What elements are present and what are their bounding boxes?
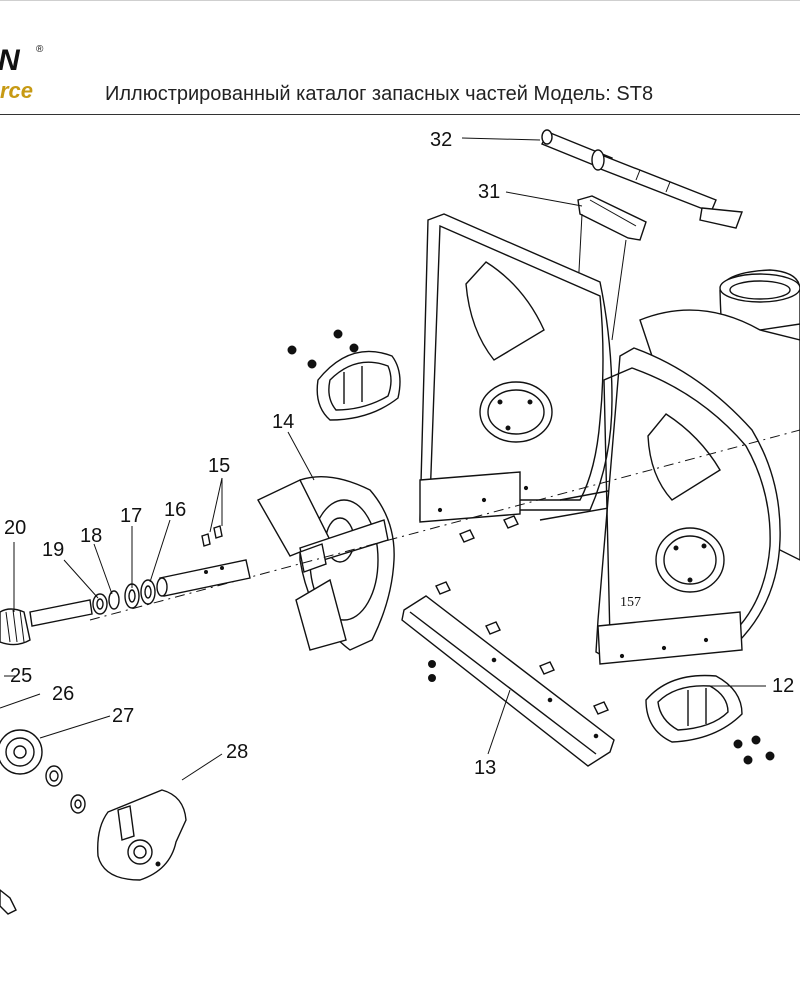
part-14-impeller [257,475,395,651]
housing-stamp: 157 [620,595,641,610]
callout-13: 13 [474,757,496,779]
part-31-bracket [577,195,647,241]
skid-shoe-right [645,674,775,765]
skid-shoe-left [287,329,401,421]
part-26-spacers [45,765,86,814]
callout-labels: 32 31 14 15 20 19 18 17 16 25 26 27 28 1… [4,129,794,779]
callout-15: 15 [208,455,230,477]
callout-18: 18 [80,525,102,547]
center-axis [89,429,800,621]
callout-17: 17 [120,505,142,527]
callout-20: 20 [4,517,26,539]
part-15-shaft [156,525,251,597]
header-rule [0,0,800,1]
exploded-parts-diagram: 157 [0,129,800,915]
callout-16: 16 [164,499,186,521]
registered-mark: ® [36,44,44,55]
callout-19: 19 [42,539,64,561]
callout-28: 28 [226,741,248,763]
guide-line [611,239,627,341]
title-rule [0,114,800,115]
catalog-title: Иллюстрированный каталог запасных частей… [105,83,654,105]
auger-housing: 157 [419,213,800,665]
brand-logo-mark: N [0,44,21,77]
part-27-gear [0,729,43,775]
callout-12: 12 [772,675,794,697]
callout-27: 27 [112,705,134,727]
callout-31: 31 [478,181,500,203]
bolt-fragment [0,889,17,915]
brand-logo-tagline: rce [0,78,34,103]
callout-32: 32 [430,129,452,151]
part-32-shaft [541,129,743,229]
callout-26: 26 [52,683,74,705]
callout-14: 14 [272,411,294,433]
part-16-19-washers [92,579,156,615]
part-13-scraper-bar [401,515,615,767]
callout-leaders [0,137,766,781]
callout-25: 25 [10,665,32,687]
part-28-gearbox-cover [97,789,187,881]
part-20-worm-shaft [0,599,93,646]
